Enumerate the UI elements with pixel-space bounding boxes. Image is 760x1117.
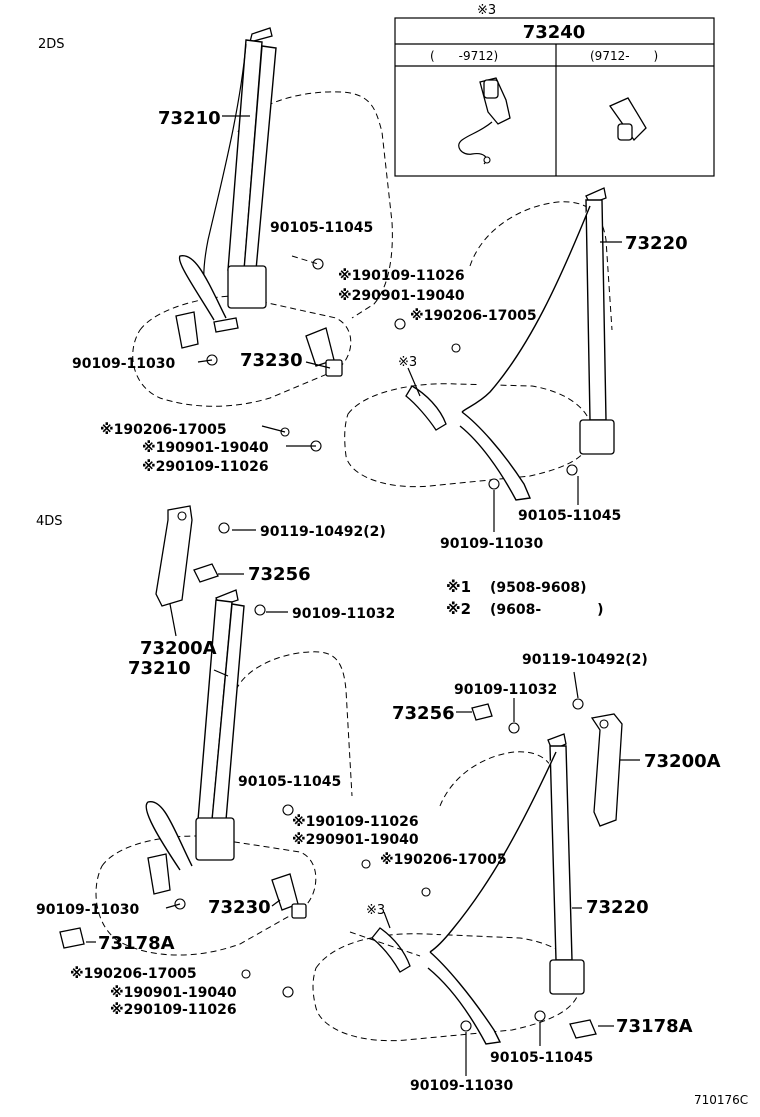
label-73230-4ds: 73230 bbox=[208, 897, 271, 918]
inset-mark: ※3 bbox=[477, 3, 496, 18]
note-1-text: (9508-9608) bbox=[490, 580, 587, 596]
label-90901-19040-4ds: ※290901-19040 bbox=[292, 832, 419, 848]
label-90109-11032-4ds-left: 90109-11032 bbox=[292, 606, 395, 622]
anchor-73200a-4ds-right bbox=[590, 713, 623, 827]
label-73230-2ds: 73230 bbox=[240, 350, 303, 371]
buckle-mark3-4ds bbox=[371, 927, 411, 973]
seat-outline-4ds-right bbox=[312, 751, 581, 1042]
inset-table-73240: ※3 73240 ( -9712) (9712- ) bbox=[394, 3, 715, 177]
inset-border bbox=[394, 17, 715, 177]
label-mark3-4ds: ※3 bbox=[366, 903, 385, 918]
label-90105-11045-2ds-right: 90105-11045 bbox=[518, 508, 621, 524]
bolts-4ds bbox=[174, 522, 584, 1032]
label-73200a-4ds-left: 73200A bbox=[140, 638, 217, 659]
label-73256-4ds-right: 73256 bbox=[392, 703, 455, 724]
label-73200a-4ds-right: 73200A bbox=[644, 751, 721, 772]
label-90109-11030-2ds-left: 90109-11030 bbox=[72, 356, 175, 372]
label-90109-11032-4ds-right: 90109-11032 bbox=[454, 682, 557, 698]
label-90206-17005-4ds-right: ※190206-17005 bbox=[380, 852, 507, 868]
note-2-text: (9608- ) bbox=[490, 602, 604, 618]
label-73256-4ds-left: 73256 bbox=[248, 564, 311, 585]
bolts-2ds bbox=[206, 258, 578, 490]
cover-73256-4ds-right bbox=[471, 703, 493, 721]
note-2-mark: ※2 bbox=[446, 600, 471, 618]
belt-73210-2ds bbox=[175, 27, 277, 349]
label-73178a-4ds-left: 73178A bbox=[98, 933, 175, 954]
label-90109-11026-4ds: ※190109-11026 bbox=[292, 814, 419, 830]
label-90109-11030-4ds-left: 90109-11030 bbox=[36, 902, 139, 918]
label-90109-11026-2ds-top: ※190109-11026 bbox=[338, 268, 465, 284]
label-90105-11045-4ds-left: 90105-11045 bbox=[238, 774, 341, 790]
leaders-2ds bbox=[197, 115, 622, 532]
label-90109-11030-2ds-right: 90109-11030 bbox=[440, 536, 543, 552]
cover-73256-4ds-left bbox=[193, 563, 219, 583]
retractor-73210-2ds bbox=[227, 265, 267, 309]
inset-col-right: (9712- ) bbox=[590, 49, 658, 63]
buckle-73230-2ds bbox=[305, 327, 343, 377]
inset-part-number: 73240 bbox=[523, 22, 586, 43]
seat-outline-4ds-left bbox=[95, 651, 353, 956]
belt-73210-4ds bbox=[145, 589, 245, 895]
section-label-2ds: 2DS bbox=[38, 37, 65, 52]
label-90206-17005-4ds-left: ※190206-17005 bbox=[70, 966, 197, 982]
buckle-73230-4ds bbox=[271, 873, 307, 919]
label-90206-17005-2ds-left: ※190206-17005 bbox=[100, 422, 227, 438]
notes-legend: ※1 (9508-9608) ※2 (9608- ) bbox=[446, 578, 604, 618]
label-90901-19040-2ds-top: ※290901-19040 bbox=[338, 288, 465, 304]
retractor-73220-4ds bbox=[549, 959, 585, 995]
cover-73178a-4ds-left bbox=[59, 927, 85, 949]
label-73220-4ds: 73220 bbox=[586, 897, 649, 918]
belt-73220-2ds bbox=[405, 187, 615, 501]
label-90119-10492-4ds-right: 90119-10492(2) bbox=[522, 652, 648, 668]
label-73178a-4ds-right: 73178A bbox=[616, 1016, 693, 1037]
note-1-mark: ※1 bbox=[446, 578, 471, 596]
label-90901-19040-4ds-left: ※190901-19040 bbox=[110, 985, 237, 1001]
buckle-with-wire-icon bbox=[458, 77, 511, 165]
retractor-73220-2ds bbox=[579, 419, 615, 455]
label-mark3-2ds: ※3 bbox=[398, 355, 417, 370]
figure-id: 710176C bbox=[694, 1093, 748, 1107]
belt-73220-4ds bbox=[371, 733, 585, 1045]
label-90105-11045-4ds-right: 90105-11045 bbox=[490, 1050, 593, 1066]
leaders-4ds bbox=[86, 529, 640, 1076]
label-90109-11030-4ds-right: 90109-11030 bbox=[410, 1078, 513, 1094]
label-90119-10492-4ds-left: 90119-10492(2) bbox=[260, 524, 386, 540]
label-73220-2ds: 73220 bbox=[625, 233, 688, 254]
tongue-2ds-left bbox=[175, 311, 199, 349]
retractor-73210-4ds bbox=[195, 817, 235, 861]
inset-col-left: ( -9712) bbox=[430, 49, 498, 63]
cover-73178a-4ds-right bbox=[569, 1019, 597, 1039]
anchor-73200a-4ds-left bbox=[155, 505, 193, 607]
buckle-mark3-2ds bbox=[405, 385, 447, 431]
label-73210-4ds: 73210 bbox=[128, 658, 191, 679]
section-label-4ds: 4DS bbox=[36, 514, 63, 529]
label-90901-19040-2ds-left: ※190901-19040 bbox=[142, 440, 269, 456]
label-90109-11026-4ds-left: ※290109-11026 bbox=[110, 1002, 237, 1018]
tongue-4ds-left bbox=[147, 853, 171, 895]
buckle-icon bbox=[609, 97, 647, 142]
label-90109-11026-2ds-left: ※290109-11026 bbox=[142, 459, 269, 475]
label-90105-11045-2ds-left: 90105-11045 bbox=[270, 220, 373, 236]
label-90206-17005-2ds-right: ※190206-17005 bbox=[410, 308, 537, 324]
label-73210-2ds: 73210 bbox=[158, 108, 221, 129]
